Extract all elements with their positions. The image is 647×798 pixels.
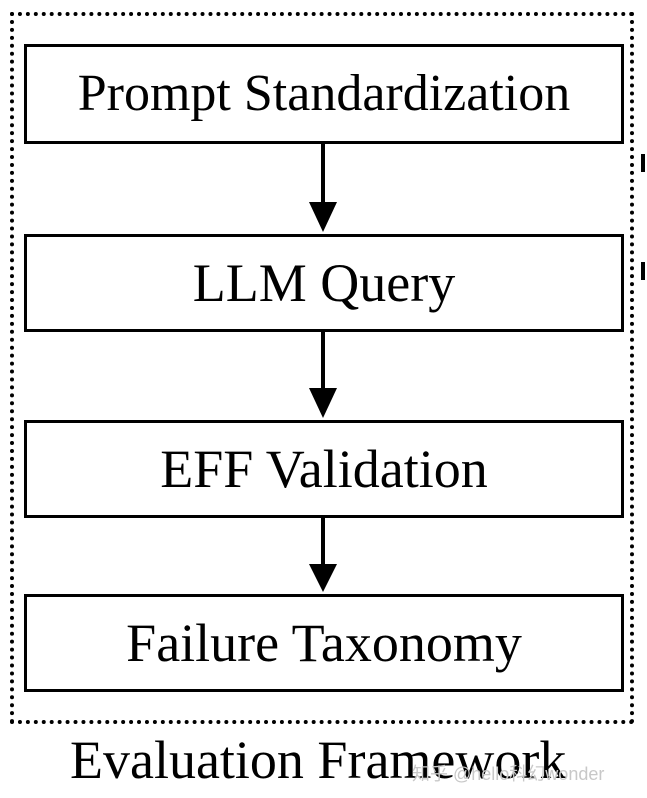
step-prompt-standardization: Prompt Standardization (24, 44, 624, 144)
arrow-down-icon (303, 144, 343, 234)
step-eff-validation: EFF Validation (24, 420, 624, 518)
step-label: Failure Taxonomy (126, 613, 522, 673)
step-label: EFF Validation (160, 439, 488, 499)
step-llm-query: LLM Query (24, 234, 624, 332)
step-label: LLM Query (192, 253, 456, 313)
arrow-down-icon (303, 518, 343, 594)
cropped-edge-mark (641, 262, 645, 280)
step-label: Prompt Standardization (77, 65, 571, 122)
watermark: 知乎 @hello科幻wonder (412, 764, 605, 784)
cropped-edge-mark (641, 154, 645, 172)
step-failure-taxonomy: Failure Taxonomy (24, 594, 624, 692)
arrow-down-icon (303, 332, 343, 420)
evaluation-framework-frame (10, 12, 634, 724)
frame-title: Evaluation Framework (70, 730, 567, 790)
